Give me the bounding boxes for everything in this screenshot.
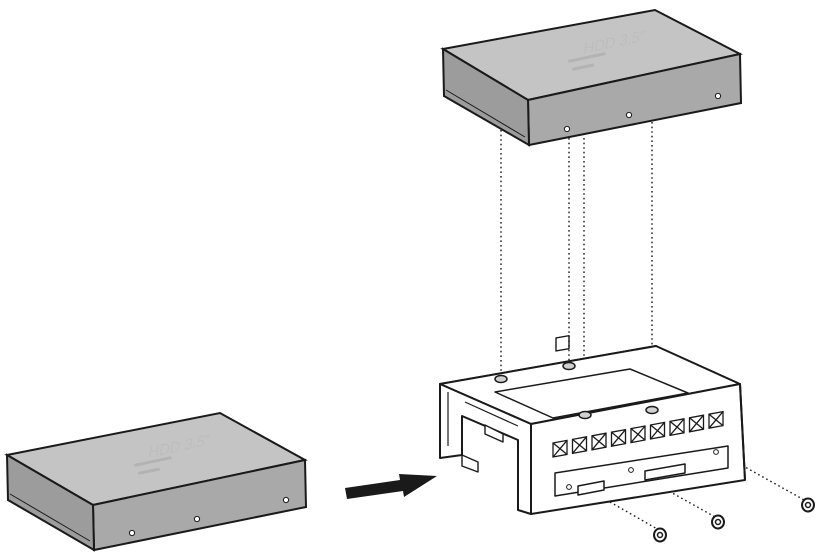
cage-vent-row [556, 336, 569, 351]
hdd-bottom-screw-hole [194, 516, 199, 521]
screw-icon [802, 499, 814, 512]
hdd-top-screw-hole [564, 126, 569, 131]
hdd-top: HDD 3.5" [443, 10, 741, 145]
mount-post [563, 363, 575, 370]
hdd-top-screw-hole [715, 93, 720, 98]
hdd-bottom-screw-hole [283, 497, 288, 502]
screw-icon [712, 516, 724, 529]
mount-post [495, 376, 507, 383]
right-arrow-icon [345, 474, 437, 499]
mount-post [579, 412, 591, 419]
hdd-top-screw-hole [626, 112, 631, 117]
drive-cage [440, 336, 745, 514]
hdd-bottom: HDD 3.5" [7, 413, 306, 550]
mount-post [646, 407, 658, 414]
screws [654, 499, 814, 542]
hdd-bottom-screw-hole [129, 530, 134, 535]
screw-icon [654, 529, 666, 542]
